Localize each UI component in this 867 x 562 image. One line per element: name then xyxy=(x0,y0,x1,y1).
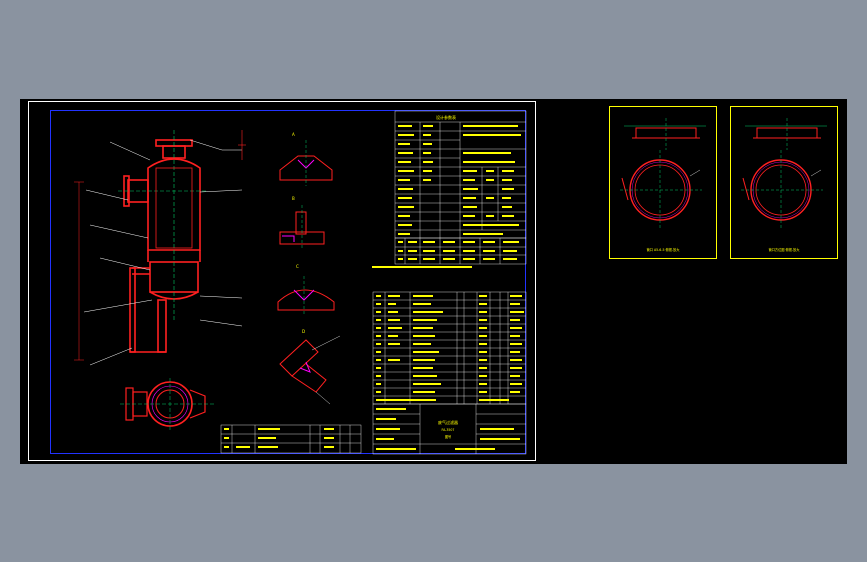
lower-parts-text xyxy=(224,428,334,448)
design-table-title: 设计参数表 xyxy=(436,114,456,120)
detail-view-frame-left xyxy=(609,106,717,259)
detail-3-label: C xyxy=(296,264,299,269)
drawing-border xyxy=(50,110,526,454)
title-block-sub1: FA-3507 xyxy=(442,428,455,432)
leader-lines xyxy=(83,139,243,366)
right-dimension-marks xyxy=(238,130,246,160)
detail-4-label: D xyxy=(302,329,305,334)
nozzle-table xyxy=(394,237,527,265)
detail-left-caption: 管口 A5-6-5 俯视-放大 xyxy=(647,247,681,252)
design-table-text xyxy=(398,125,521,235)
detail-view-frame-right xyxy=(730,106,838,259)
lower-parts-table xyxy=(220,424,362,454)
parts-list-table xyxy=(372,291,527,405)
vessel-centerlines xyxy=(118,130,208,320)
detail-right-caption: 管口方位图 俯视-放大 xyxy=(769,247,801,252)
vessel-elevation xyxy=(123,139,201,353)
detail-1-label: A xyxy=(292,132,295,137)
nozzle-table-text xyxy=(372,241,519,268)
detail-view-right xyxy=(741,118,827,230)
filter-element xyxy=(155,167,193,249)
design-data-table xyxy=(394,110,527,239)
title-block-text xyxy=(376,408,520,450)
cad-canvas[interactable] xyxy=(20,99,847,464)
plan-view xyxy=(120,378,215,430)
title-block-sub2: 图号 xyxy=(445,434,451,439)
drawing-sheet-frame xyxy=(28,101,536,461)
title-block-name: 废气过滤器 xyxy=(438,419,458,425)
weld-details: A B C D xyxy=(277,132,341,405)
detail-2-label: B xyxy=(292,196,295,201)
title-block xyxy=(372,403,527,455)
parts-list-text xyxy=(376,295,524,401)
dimension-lines xyxy=(74,181,84,361)
detail-view-left xyxy=(620,118,706,230)
